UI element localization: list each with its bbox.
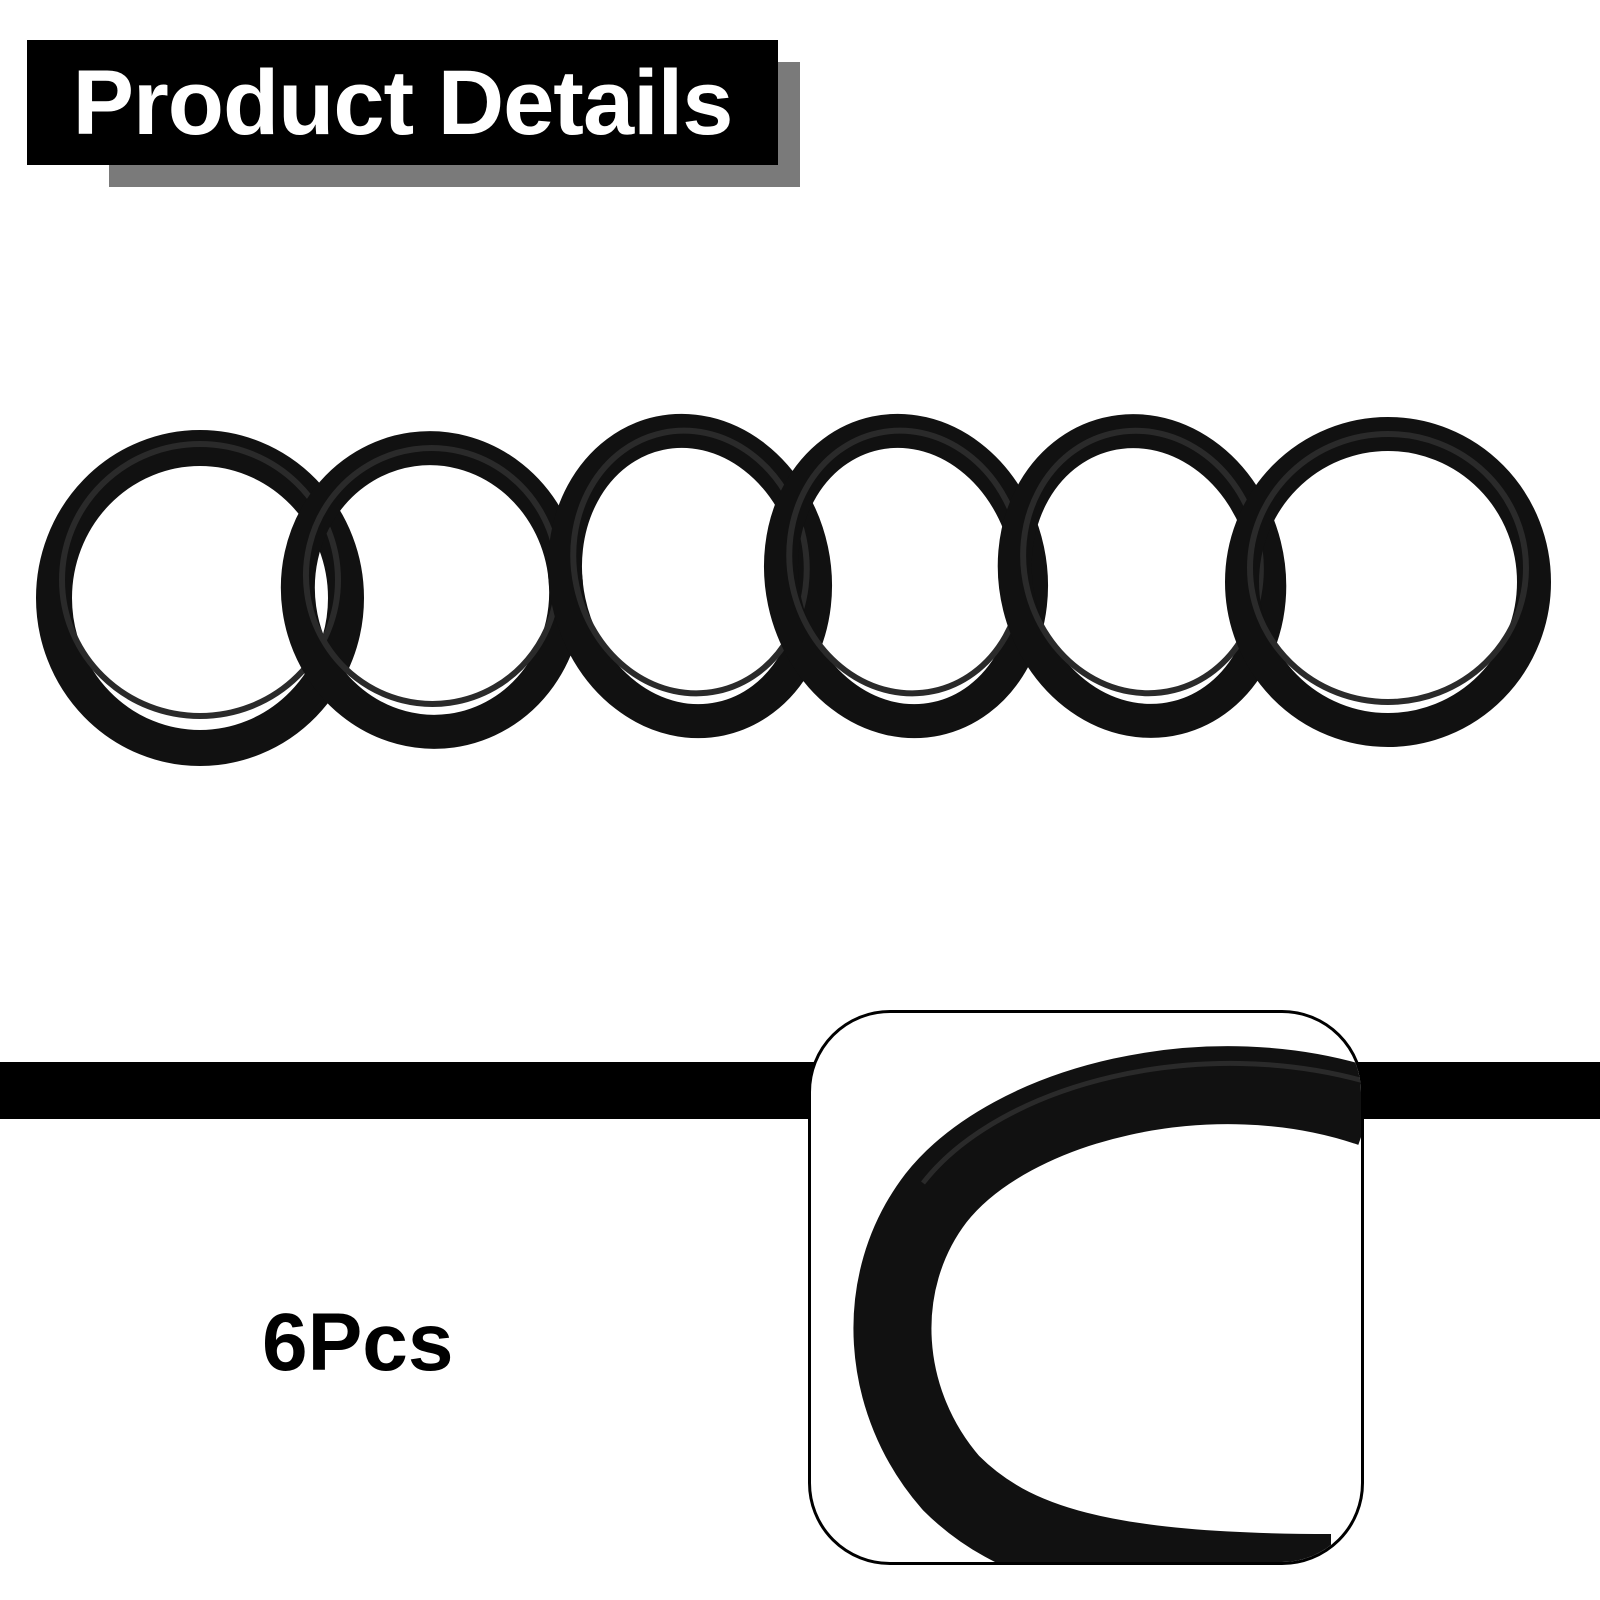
quantity-label: 6Pcs: [262, 1297, 454, 1388]
rings-row: [36, 413, 1551, 766]
detail-zoom-panel: [808, 1010, 1364, 1565]
title-banner: Product Details: [27, 40, 778, 165]
ring-closeup-icon: [853, 1046, 1361, 1562]
page-title: Product Details: [72, 51, 734, 154]
rubber-ring-icon: [36, 430, 364, 766]
rubber-ring-icon: [547, 413, 833, 739]
rubber-ring-icon: [1225, 417, 1551, 747]
